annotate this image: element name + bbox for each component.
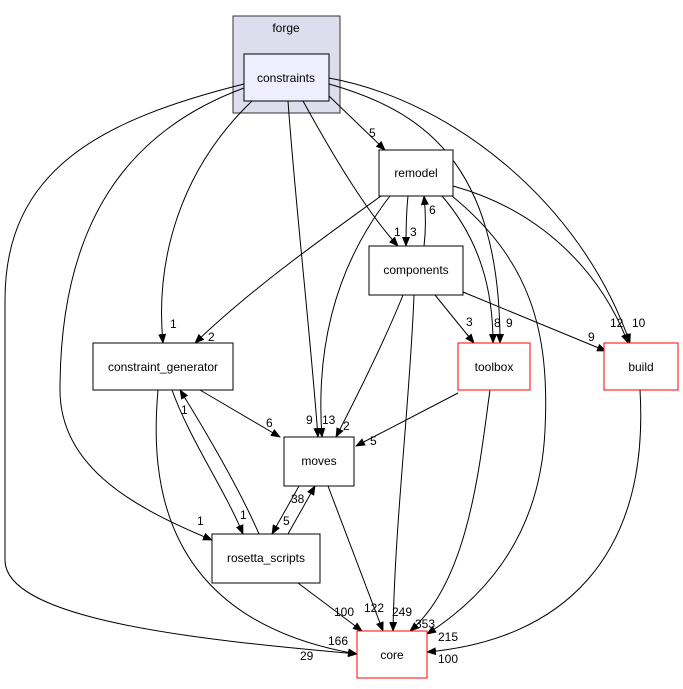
edge-label: 8 <box>494 316 501 330</box>
edge-toolbox-core <box>409 389 491 632</box>
edge-components-core <box>389 294 415 632</box>
edge-rosetta-scripts-core <box>297 582 363 632</box>
edge-components-remodel <box>420 195 429 247</box>
edge-constraints-core <box>4 83 358 658</box>
edge-constraints-constraint-generator <box>158 100 253 344</box>
cluster-forge-label: forge <box>272 21 300 35</box>
edge-constraints-toolbox <box>328 83 504 344</box>
node-label: constraint_generator <box>108 360 218 374</box>
edge-label: 166 <box>328 634 348 648</box>
edge-remodel-build <box>452 185 629 344</box>
node-label: constraints <box>257 71 315 85</box>
edge-remodel-core <box>426 195 547 635</box>
edge-label: 249 <box>392 605 412 619</box>
edge-label: 100 <box>438 652 458 666</box>
edge-constraint-generator-rosetta-scripts <box>171 389 244 535</box>
edge-moves-core <box>327 485 384 632</box>
node-rosetta-scripts[interactable]: rosetta_scripts <box>211 533 321 584</box>
edge-label: 9 <box>588 330 595 344</box>
node-core[interactable]: core <box>356 630 428 679</box>
edge-label: 6 <box>266 416 273 430</box>
edge-label: 2 <box>343 419 350 433</box>
node-components[interactable]: components <box>368 245 464 296</box>
edge-label: 9 <box>306 413 313 427</box>
edge-constraints-components <box>302 100 399 247</box>
edge-moves-rosetta-scripts <box>271 485 300 535</box>
node-build[interactable]: build <box>603 342 679 391</box>
edge-components-moves <box>335 294 404 438</box>
node-label: components <box>383 263 448 277</box>
edge-remodel-constraint-generator <box>194 195 382 344</box>
edge-label: 100 <box>334 605 354 619</box>
edges <box>4 77 642 658</box>
node-label: core <box>380 648 404 662</box>
edge-constraint-generator-core <box>155 389 358 657</box>
edge-label: 1 <box>170 317 177 331</box>
edge-constraints-rosetta-scripts <box>59 87 245 541</box>
node-toolbox[interactable]: toolbox <box>457 342 531 391</box>
node-label: build <box>628 360 653 374</box>
edge-labels: 5 1 3 6 1 2 9 13 2 5 6 3 8 9 9 12 10 1 1… <box>170 126 646 666</box>
node-label: toolbox <box>475 360 514 374</box>
edge-label: 122 <box>364 601 384 615</box>
edge-build-core <box>426 389 642 656</box>
edge-rosetta-scripts-moves <box>287 485 316 535</box>
edge-label: 1 <box>240 508 247 522</box>
edge-constraints-remodel <box>328 95 386 151</box>
edge-label: 5 <box>369 126 376 140</box>
node-constraint-generator[interactable]: constraint_generator <box>92 342 234 391</box>
node-constraints[interactable]: constraints <box>243 53 330 102</box>
edge-label: 1 <box>197 514 204 528</box>
node-label: moves <box>301 454 336 468</box>
edge-label: 13 <box>322 413 336 427</box>
edge-label: 9 <box>506 316 513 330</box>
node-moves[interactable]: moves <box>283 436 355 487</box>
node-label: remodel <box>394 166 437 180</box>
edge-label: 29 <box>300 649 314 663</box>
edge-label: 6 <box>429 203 436 217</box>
edge-constraint-generator-moves <box>199 389 281 438</box>
node-remodel[interactable]: remodel <box>378 149 454 197</box>
edge-label: 1 <box>181 403 188 417</box>
edge-components-toolbox <box>434 294 475 344</box>
edge-label: 3 <box>410 225 417 239</box>
edge-label: 5 <box>283 514 290 528</box>
edge-remodel-components <box>402 195 411 247</box>
edge-constraints-build <box>328 77 631 344</box>
edge-rosetta-scripts-constraint-generator <box>179 389 260 535</box>
edge-label: 215 <box>438 630 458 644</box>
edge-toolbox-moves <box>355 392 459 447</box>
edge-label: 1 <box>394 225 401 239</box>
edge-label: 2 <box>208 330 215 344</box>
node-label: rosetta_scripts <box>227 551 305 565</box>
edge-label: 3 <box>466 315 473 329</box>
edge-constraints-moves <box>287 100 322 438</box>
edge-remodel-toolbox <box>441 195 497 344</box>
edge-label: 353 <box>415 617 435 631</box>
edge-remodel-moves <box>317 195 391 438</box>
edge-label: 38 <box>291 492 305 506</box>
edge-components-build <box>462 291 607 352</box>
edge-label: 5 <box>370 434 377 448</box>
edge-label: 12 <box>610 316 624 330</box>
edge-label: 10 <box>632 316 646 330</box>
